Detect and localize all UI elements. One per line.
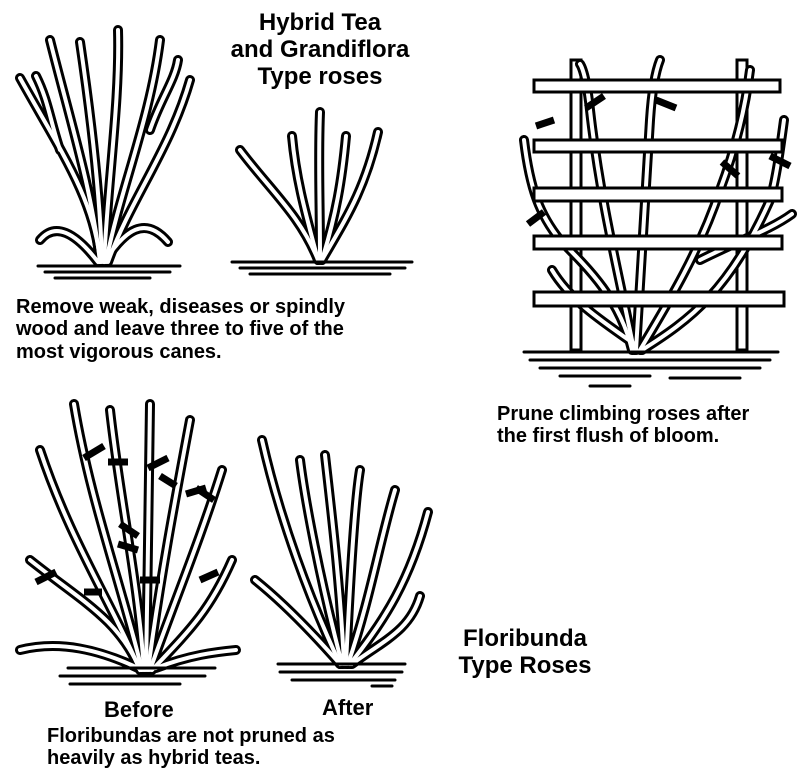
climbing-rose-ground: [524, 352, 778, 386]
floribunda-after-canes: [255, 440, 428, 664]
climbing-caption: Prune climbing roses after the first flu…: [497, 403, 749, 448]
floribunda-after-bush: [255, 440, 428, 686]
floribunda-title-line2: Type Roses: [430, 653, 620, 680]
hybrid-tea-title: Hybrid Tea and Grandiflora Type roses: [210, 10, 430, 91]
hybrid-tea-after-canes: [240, 112, 378, 260]
hybrid-tea-caption-line3: most vigorous canes.: [16, 341, 345, 363]
hybrid-tea-caption: Remove weak, diseases or spindly wood an…: [16, 296, 345, 363]
climbing-rose-trellis: [524, 60, 792, 386]
hybrid-tea-before-canes: [20, 30, 190, 262]
hybrid-tea-title-line1: Hybrid Tea: [210, 10, 430, 37]
hybrid-tea-caption-line2: wood and leave three to five of the: [16, 318, 345, 340]
floribunda-caption-line2: heavily as hybrid teas.: [47, 747, 335, 769]
floribunda-before-bush: [20, 404, 236, 684]
hybrid-tea-after-bush: [232, 112, 412, 274]
floribunda-before-label: Before: [104, 698, 174, 723]
floribunda-before-canes: [20, 404, 236, 670]
climbing-caption-line1: Prune climbing roses after: [497, 403, 749, 425]
climbing-caption-line2: the first flush of bloom.: [497, 425, 749, 447]
hybrid-tea-before-bush: [20, 30, 190, 278]
floribunda-title-line1: Floribunda: [430, 626, 620, 653]
hybrid-tea-title-line3: Type roses: [210, 64, 430, 91]
hybrid-tea-caption-line1: Remove weak, diseases or spindly: [16, 296, 345, 318]
floribunda-title: Floribunda Type Roses: [430, 626, 620, 680]
climbing-rose-cut-marks: [528, 96, 790, 224]
floribunda-caption-line1: Floribundas are not pruned as: [47, 725, 335, 747]
hybrid-tea-title-line2: and Grandiflora: [210, 37, 430, 64]
floribunda-after-label: After: [322, 696, 373, 721]
floribunda-caption: Floribundas are not pruned as heavily as…: [47, 725, 335, 770]
hybrid-tea-before-ground: [38, 266, 180, 278]
